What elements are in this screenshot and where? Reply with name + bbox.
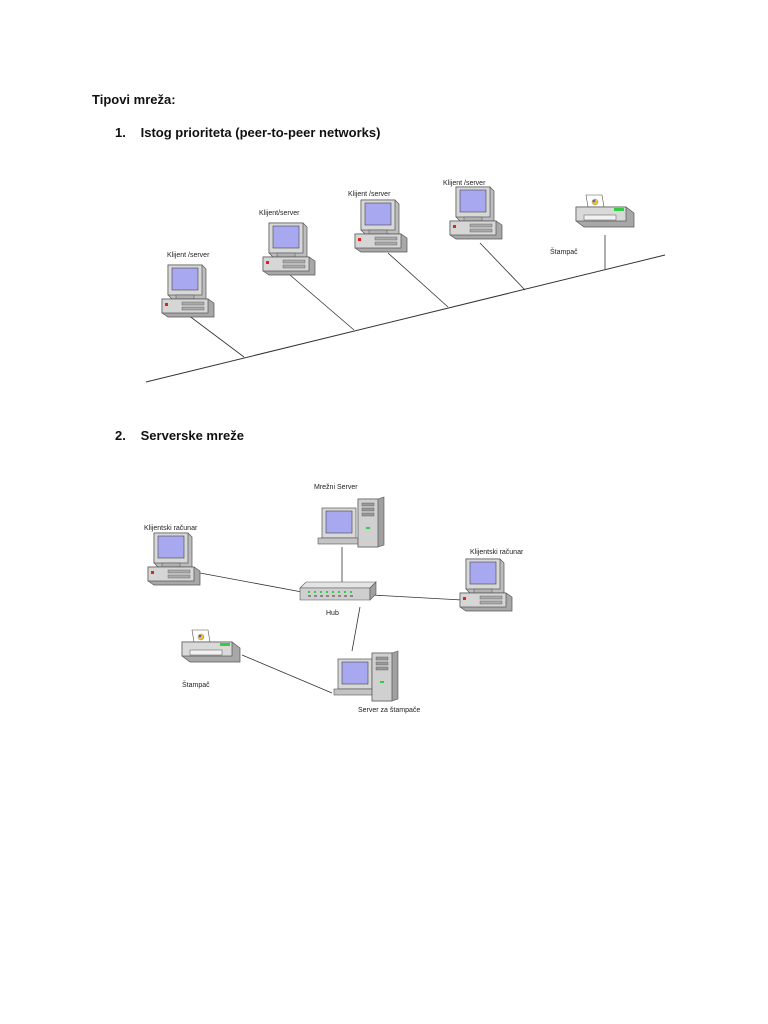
section-2-heading: 2. Serverske mreže	[115, 428, 244, 443]
network-server-label: Mrežni Server	[314, 484, 358, 491]
section-2-title: Serverske mreže	[140, 428, 244, 443]
client-computer-left-icon	[147, 532, 201, 586]
section-1-number: 1.	[115, 125, 126, 140]
connection-line	[289, 274, 355, 331]
client-right-label: Klijentski računar	[470, 549, 524, 556]
connection-line	[371, 594, 463, 601]
client-server-pc-3	[354, 199, 408, 253]
client-server-pc-4	[449, 186, 503, 240]
hub-icon	[299, 581, 377, 601]
connection-line	[187, 314, 245, 358]
client-computer-right-icon	[459, 558, 513, 612]
section-1-heading: 1. Istog prioriteta (peer-to-peer networ…	[115, 125, 380, 140]
connection-line	[479, 242, 526, 291]
pc-1-label: Klijent /server	[167, 252, 210, 259]
server-network-diagram: Mrežni Server Klijentski računar Klijent…	[110, 475, 590, 737]
client-left-label: Klijentski računar	[144, 525, 198, 532]
printer-label: Štampač	[182, 680, 210, 689]
client-server-pc-2	[262, 222, 316, 276]
section-1-title: Istog prioriteta (peer-to-peer networks)	[140, 125, 381, 140]
pc-2-label: Klijent/server	[259, 210, 300, 217]
peer-to-peer-diagram: Klijent /server Klijent/server Klijent /…	[140, 165, 670, 390]
printer-label: Štampač	[550, 247, 578, 256]
client-server-pc-1	[161, 264, 215, 318]
section-2-number: 2.	[115, 428, 126, 443]
connection-line	[241, 654, 333, 694]
network-backbone-line	[145, 254, 666, 383]
page-heading: Tipovi mreža:	[92, 92, 176, 107]
connection-line	[387, 252, 449, 308]
pc-4-label: Klijent /server	[443, 180, 486, 187]
print-server-label: Server za štampače	[358, 707, 420, 714]
connection-line	[351, 606, 361, 652]
connection-line	[199, 572, 303, 593]
hub-label: Hub	[326, 610, 339, 617]
pc-3-label: Klijent /server	[348, 191, 391, 198]
